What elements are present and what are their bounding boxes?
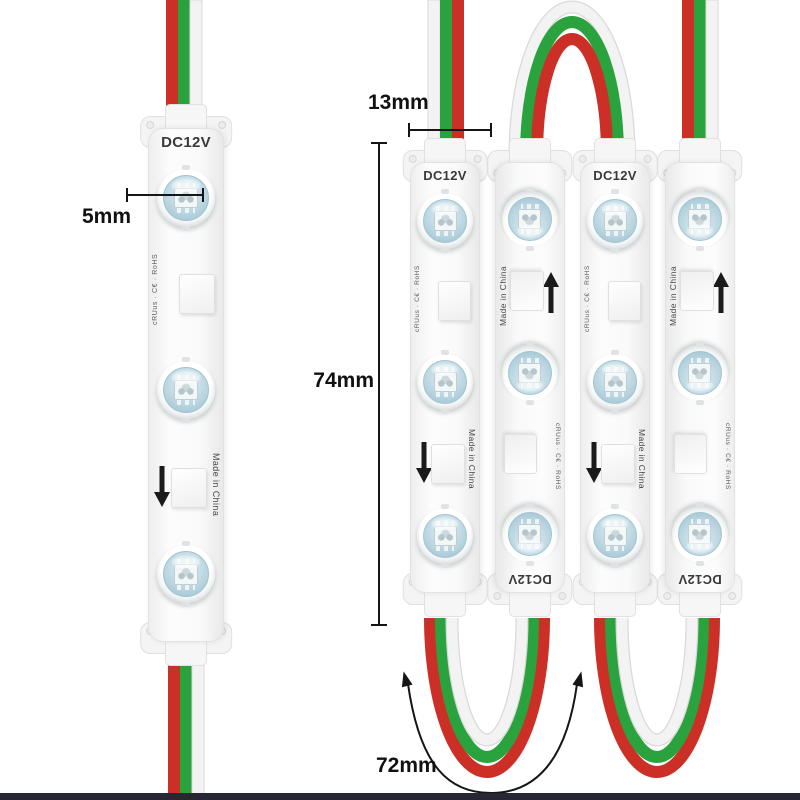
bottom-border-strip xyxy=(0,793,800,800)
solder-bump xyxy=(601,444,635,485)
origin-label: Made in China xyxy=(637,429,647,490)
led-lens xyxy=(587,192,643,249)
left-module-bottom-wire xyxy=(168,663,205,795)
direction-arrow-icon xyxy=(585,442,602,484)
bottom-wire-loop-1 xyxy=(424,617,550,778)
direction-arrow-icon xyxy=(153,466,170,508)
module-length-line xyxy=(371,142,387,626)
module-width-label: 13mm xyxy=(368,91,429,114)
led-dome xyxy=(593,198,637,243)
voltage-label: DC12V xyxy=(593,168,637,183)
led-lens xyxy=(587,508,643,565)
led-dome xyxy=(163,367,209,414)
solder-bump xyxy=(178,273,215,314)
led-lens xyxy=(157,361,215,420)
led-dome xyxy=(593,514,637,559)
solder-bump xyxy=(431,444,465,485)
module1-top-wire xyxy=(427,0,464,153)
led-lens xyxy=(417,353,473,410)
bottom-wire-loop-2 xyxy=(594,617,720,778)
led-dome xyxy=(593,359,637,404)
led-lens xyxy=(157,545,215,604)
led-lens xyxy=(587,353,643,410)
module-width-line xyxy=(408,123,492,137)
led-chip xyxy=(433,521,457,551)
led-dome xyxy=(163,175,209,222)
solder-bump xyxy=(171,468,208,509)
solder-bump xyxy=(608,281,642,322)
direction-arrow-icon xyxy=(415,442,432,484)
led-width-line xyxy=(126,188,204,202)
led-dome xyxy=(423,514,467,559)
voltage-label: DC12V xyxy=(423,168,467,183)
top-wire-loop xyxy=(508,0,636,156)
wire-span-label: 72mm xyxy=(376,754,437,777)
left-module-top-wire xyxy=(166,0,203,131)
origin-label: Made in China xyxy=(211,453,221,517)
voltage-label: DC12V xyxy=(161,134,211,151)
module-body: DC12V cRUus · C€ · RoHS Made in China xyxy=(580,162,650,593)
led-module-left: DC12V cRUus · C€ · RoHS Made in China xyxy=(140,104,232,666)
led-lens xyxy=(417,192,473,249)
led-dome xyxy=(423,359,467,404)
module-body: DC12V cRUus · C€ · RoHS Made in China xyxy=(410,162,480,593)
led-lens xyxy=(157,169,215,228)
led-dome xyxy=(423,198,467,243)
origin-label: Made in China xyxy=(467,429,477,490)
led-module-r3: DC12V cRUus · C€ · RoHS Made in China xyxy=(572,138,658,617)
module4-top-wire xyxy=(682,0,719,153)
led-module-r1: DC12V cRUus · C€ · RoHS Made in China xyxy=(402,138,488,617)
led-lens xyxy=(417,508,473,565)
led-dome xyxy=(163,551,209,598)
led-width-label: 5mm xyxy=(82,205,132,228)
module-body: DC12V cRUus · C€ · RoHS Made in China xyxy=(148,128,224,642)
module-length-label: 74mm xyxy=(313,369,374,392)
solder-bump xyxy=(438,281,472,322)
